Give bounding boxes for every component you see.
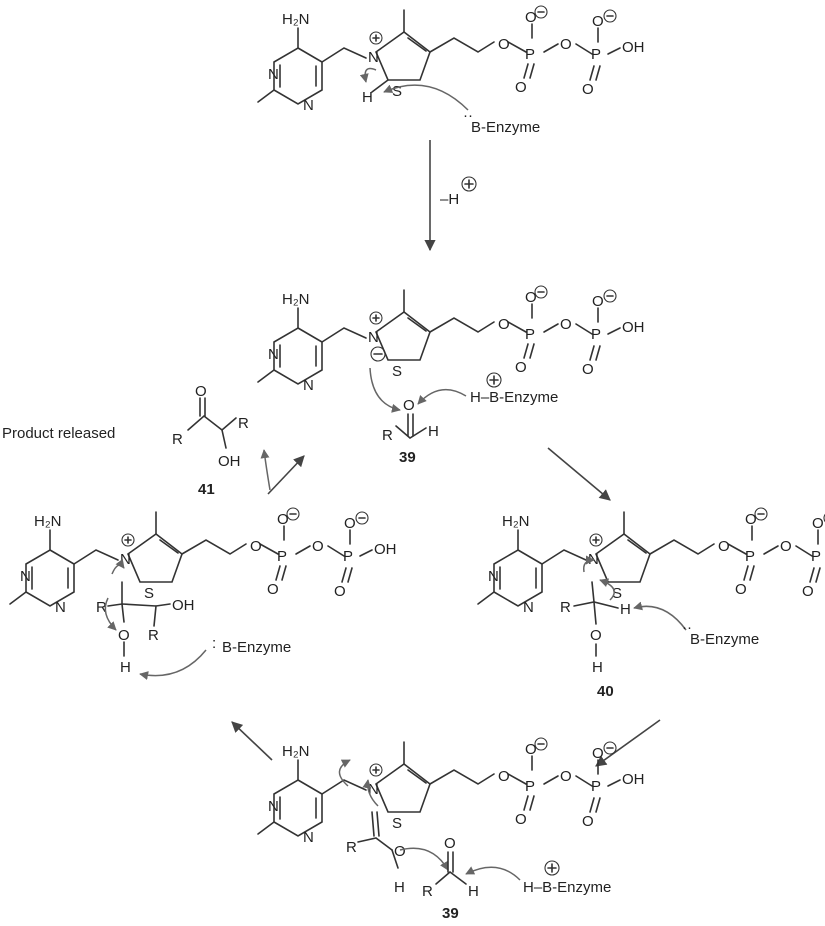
cycle-arrows bbox=[231, 447, 661, 767]
svg-text:O: O bbox=[444, 835, 456, 852]
compound-41-label: 41 bbox=[198, 481, 215, 498]
svg-text:O: O bbox=[394, 843, 406, 860]
svg-text::: : bbox=[212, 635, 216, 652]
product-released-label: Product released bbox=[2, 425, 115, 442]
svg-text:O: O bbox=[403, 397, 415, 414]
structure-ylide: O R H 39 H–B-Enzyme bbox=[257, 285, 646, 466]
deprotonation-step: –H bbox=[424, 140, 477, 252]
svg-text:R: R bbox=[238, 415, 249, 432]
svg-text:H: H bbox=[592, 659, 603, 676]
deprotonation-label: –H bbox=[440, 191, 459, 208]
svg-text:R: R bbox=[148, 627, 159, 644]
svg-text:R: R bbox=[346, 839, 357, 856]
svg-text:··: ·· bbox=[463, 107, 473, 124]
protonated-base-1: H–B-Enzyme bbox=[470, 389, 558, 406]
structure-enamine: R O H O R H 39 H–B-Enzyme bbox=[257, 737, 646, 922]
structure-tpp: H B-Enzyme ·· bbox=[257, 5, 646, 136]
base-label-left: B-Enzyme bbox=[222, 639, 291, 656]
aldehyde-r: R bbox=[382, 427, 393, 444]
base-label-1: B-Enzyme bbox=[471, 119, 540, 136]
svg-text:OH: OH bbox=[218, 453, 241, 470]
structure-adduct-40: R H O H B-Enzyme ·· 40 bbox=[477, 507, 825, 700]
compound-39-label-top: 39 bbox=[399, 449, 416, 466]
svg-text:H: H bbox=[468, 883, 479, 900]
protonated-base-2: H–B-Enzyme bbox=[523, 879, 611, 896]
svg-text:H: H bbox=[620, 601, 631, 618]
svg-text:O: O bbox=[590, 627, 602, 644]
svg-text:··: ·· bbox=[682, 619, 692, 636]
svg-text:R: R bbox=[560, 599, 571, 616]
svg-text:O: O bbox=[195, 383, 207, 400]
c2-hydrogen-label: H bbox=[362, 89, 373, 106]
compound-39-label-bottom: 39 bbox=[442, 905, 459, 922]
svg-text:OH: OH bbox=[172, 597, 195, 614]
compound-40-label: 40 bbox=[597, 683, 614, 700]
svg-text:H: H bbox=[428, 423, 439, 440]
svg-text:R: R bbox=[172, 431, 183, 448]
svg-text:R: R bbox=[422, 883, 433, 900]
svg-text:H: H bbox=[394, 879, 405, 896]
structure-left: R OH R O H B-Enzyme : bbox=[9, 507, 398, 680]
svg-text:R: R bbox=[96, 599, 107, 616]
svg-text:O: O bbox=[118, 627, 130, 644]
product-41: Product released O R R OH 41 bbox=[2, 383, 249, 498]
svg-text:H: H bbox=[120, 659, 131, 676]
base-label-right: B-Enzyme bbox=[690, 631, 759, 648]
